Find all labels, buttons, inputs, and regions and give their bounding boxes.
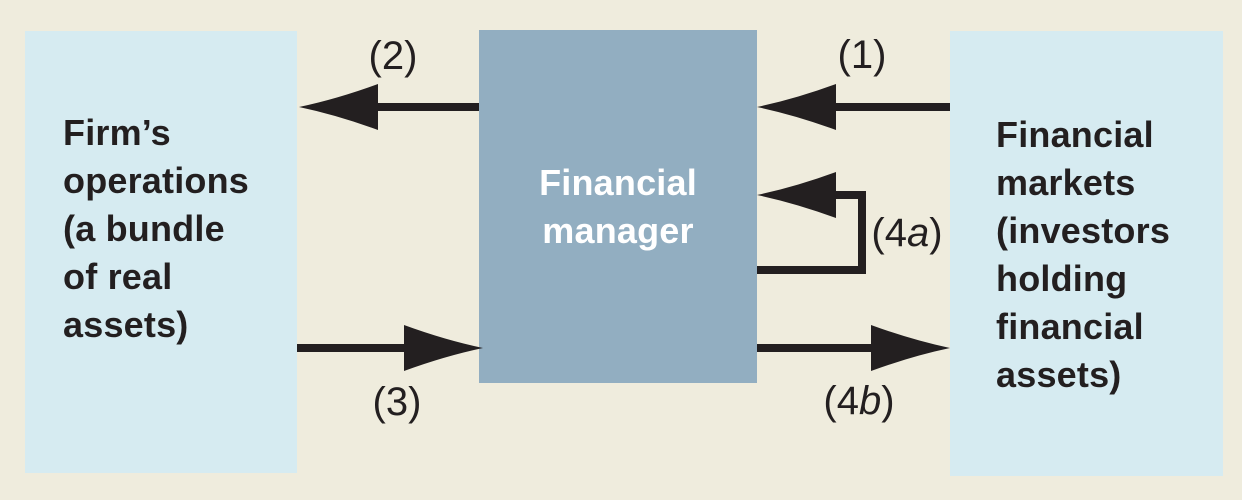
box-text-line: financial [996,306,1144,347]
box-text-line: Financial [996,114,1154,155]
financial-markets-box: Financial markets (investors holding fin… [950,31,1223,476]
flow-label-4a: (4a) [871,211,943,255]
box-text-line: (investors [996,210,1171,251]
financial-manager-label: Financial manager [539,159,697,255]
firms-operations-label: Firm’s operations (a bundle of real asse… [25,31,297,349]
box-text-line: (a bundle [63,208,225,249]
firms-operations-box: Firm’s operations (a bundle of real asse… [25,31,297,473]
box-text-line: Firm’s [63,112,171,153]
flow-label-4b-italic: b [859,379,882,423]
flow-label-4a-italic: a [907,211,930,255]
box-text-line: Financial [539,161,697,203]
financial-manager-box: Financial manager [479,30,757,383]
arrow-1 [757,84,950,130]
box-text-line: operations [63,160,250,201]
box-text-line: holding [996,258,1128,299]
financial-markets-label: Financial markets (investors holding fin… [950,31,1223,399]
flow-label-3: (3) [372,380,422,424]
box-text-line: manager [542,209,694,251]
arrow-4b [757,325,950,371]
flow-label-4b: (4b) [823,379,895,423]
box-text-line: of real [63,256,173,297]
flow-label-2: (2) [368,34,418,78]
flow-label-1: (1) [837,33,887,77]
arrow-2 [299,84,479,130]
box-text-line: assets) [996,354,1122,395]
arrow-3 [297,325,483,371]
box-text-line: markets [996,162,1136,203]
box-text-line: assets) [63,304,189,345]
arrow-4a [757,172,866,274]
